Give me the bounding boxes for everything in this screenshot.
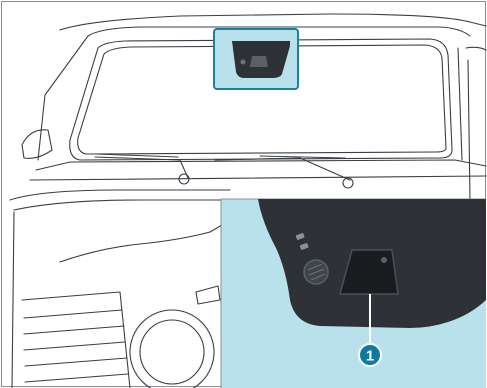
camera-lens-icon (250, 56, 268, 67)
camera-lens-dot (381, 257, 387, 263)
callout-badge: 1 (359, 344, 381, 366)
callout-number: 1 (366, 348, 374, 365)
detail-inset: 1 (221, 199, 486, 388)
sensor-highlight (214, 29, 298, 89)
light-sensor-icon (241, 60, 246, 65)
